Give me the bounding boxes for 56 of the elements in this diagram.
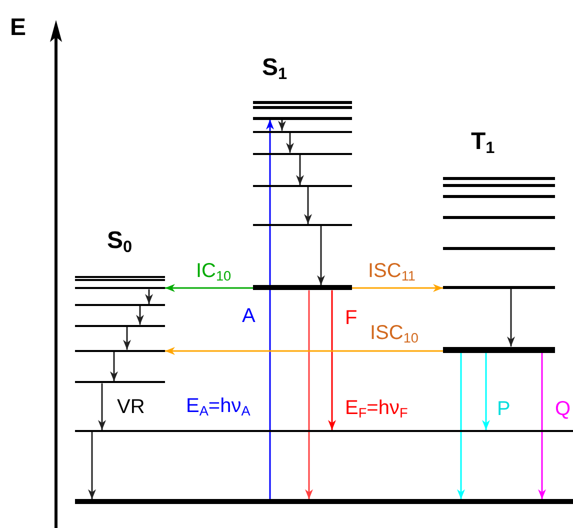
energy-level-line	[75, 279, 165, 282]
arrow	[110, 352, 118, 382]
energy-level-line	[75, 324, 165, 327]
process-label: P	[497, 399, 510, 419]
energy-level-line	[75, 287, 165, 290]
arrow	[266, 120, 274, 500]
arrow	[286, 132, 294, 153]
process-label: ISC$_{10}$	[370, 323, 418, 345]
energy-level-line	[75, 276, 165, 278]
energy-level-line	[443, 216, 555, 218]
process-label: VR	[117, 397, 145, 417]
arrow	[507, 288, 515, 346]
energy-level-line	[253, 101, 352, 104]
energy-level-line	[253, 130, 352, 133]
energy-level-line	[443, 184, 555, 186]
energy-level-line	[253, 185, 352, 187]
arrow	[165, 347, 443, 355]
process-label: ISC$_{11}$	[368, 261, 416, 283]
process-label: IC$_{10}$	[196, 261, 232, 283]
arrow	[136, 306, 144, 325]
axis-label: E	[10, 16, 26, 40]
arrow	[98, 383, 106, 430]
arrow	[352, 284, 443, 292]
process-label: Q	[555, 399, 571, 419]
arrow	[278, 120, 286, 131]
state-label: T$_{1}$	[471, 130, 495, 156]
arrow	[165, 284, 253, 292]
arrow	[88, 432, 96, 500]
process-label: A	[242, 306, 256, 326]
energy-level-line	[253, 106, 352, 109]
energy-level-line	[253, 152, 352, 155]
process-label: F	[345, 308, 358, 328]
energy-level-line	[443, 286, 555, 289]
energy-equation: E$_{A}$=hν$_{A}$	[186, 396, 250, 418]
state-label: S$_{0}$	[107, 229, 132, 256]
energy-level-line	[75, 350, 165, 352]
arrow	[328, 290, 336, 430]
arrow	[457, 352, 465, 500]
energy-level-line	[253, 117, 352, 120]
energy-level-line	[443, 194, 555, 198]
energy-level-line	[75, 381, 165, 384]
arrow	[538, 352, 546, 500]
arrow	[305, 290, 313, 500]
arrow	[317, 226, 325, 286]
arrow	[123, 326, 131, 350]
arrow	[482, 352, 490, 430]
energy-level-line	[75, 304, 165, 306]
state-label: S$_{1}$	[262, 56, 288, 82]
energy-level-line	[443, 246, 555, 250]
arrow	[296, 154, 304, 185]
energy-equation: E$_{F}$=hν$_{F}$	[345, 398, 408, 420]
arrow	[304, 187, 312, 224]
energy-level-line	[75, 430, 573, 432]
energy-level-line	[253, 224, 352, 226]
arrow	[145, 289, 153, 304]
energy-level-line	[443, 176, 555, 180]
